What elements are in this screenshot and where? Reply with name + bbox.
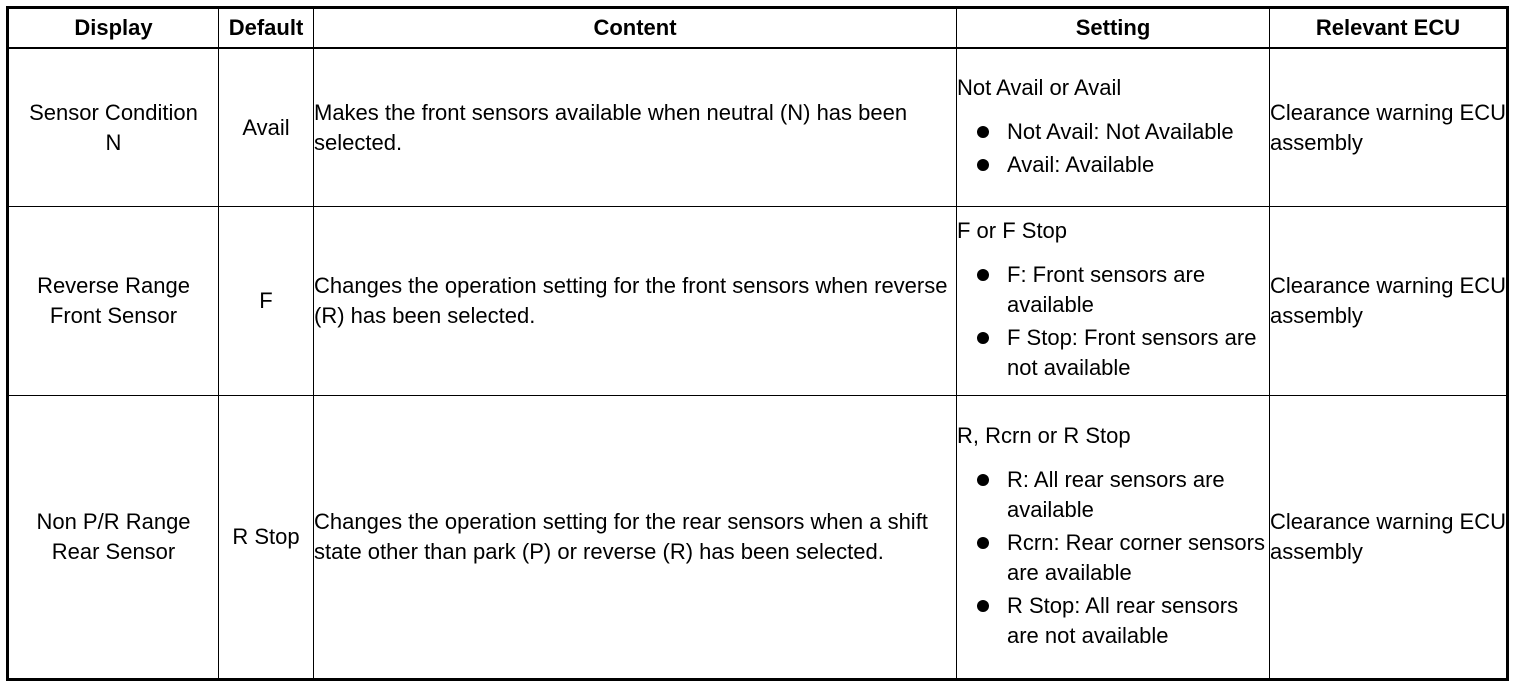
cell-content: Changes the operation setting for the re… bbox=[313, 395, 957, 680]
table-row: Reverse Range Front Sensor F Changes the… bbox=[7, 206, 1508, 396]
cell-display: Non P/R Range Rear Sensor bbox=[7, 395, 219, 680]
display-line: Reverse Range bbox=[37, 273, 190, 298]
setting-options: Not Avail: Not Available Avail: Availabl… bbox=[957, 117, 1269, 180]
cell-default: R Stop bbox=[218, 395, 314, 680]
display-line: Non P/R Range bbox=[36, 509, 191, 534]
display-line: Rear Sensor bbox=[51, 539, 176, 564]
cell-content: Changes the operation setting for the fr… bbox=[313, 206, 957, 396]
document-page: Display Default Content Setting Relevant… bbox=[6, 6, 1509, 681]
cell-display: Sensor Condition N bbox=[7, 47, 219, 207]
display-line: Front Sensor bbox=[49, 303, 178, 328]
cell-display: Reverse Range Front Sensor bbox=[7, 206, 219, 396]
setting-option: R: All rear sensors are available bbox=[957, 465, 1269, 525]
setting-intro: R, Rcrn or R Stop bbox=[957, 422, 1131, 448]
setting-option: F Stop: Front sensors are not available bbox=[957, 323, 1269, 383]
cell-default: Avail bbox=[218, 47, 314, 207]
display-line: N bbox=[105, 129, 122, 155]
setting-intro: Not Avail or Avail bbox=[957, 74, 1122, 100]
setting-option: Not Avail: Not Available bbox=[957, 117, 1269, 147]
cell-setting: Not Avail or Avail Not Avail: Not Availa… bbox=[956, 47, 1270, 207]
header-relevant-ecu: Relevant ECU bbox=[1269, 7, 1508, 49]
cell-relevant-ecu: Clearance warning ECU assembly bbox=[1269, 47, 1508, 207]
setting-option: R Stop: All rear sensors are not availab… bbox=[957, 591, 1269, 651]
setting-intro: F or F Stop bbox=[957, 218, 1068, 243]
table-row: Sensor Condition N Avail Makes the front… bbox=[7, 47, 1508, 207]
setting-option: F: Front sensors are available bbox=[957, 260, 1269, 320]
cell-relevant-ecu: Clearance warning ECU assembly bbox=[1269, 206, 1508, 396]
header-default: Default bbox=[218, 7, 314, 49]
display-line: Sensor Condition bbox=[29, 99, 198, 125]
header-setting: Setting bbox=[956, 7, 1270, 49]
cell-default: F bbox=[218, 206, 314, 396]
table-row: Non P/R Range Rear Sensor R Stop Changes… bbox=[7, 395, 1508, 680]
header-content: Content bbox=[313, 7, 957, 49]
setting-option: Rcrn: Rear corner sensors are available bbox=[957, 528, 1269, 588]
setting-options: F: Front sensors are available F Stop: F… bbox=[957, 260, 1269, 383]
cell-setting: F or F Stop F: Front sensors are availab… bbox=[956, 206, 1270, 396]
table-header-row: Display Default Content Setting Relevant… bbox=[7, 7, 1508, 49]
cell-setting: R, Rcrn or R Stop R: All rear sensors ar… bbox=[956, 395, 1270, 680]
header-display: Display bbox=[7, 7, 219, 49]
cell-content: Makes the front sensors available when n… bbox=[313, 47, 957, 207]
setting-option: Avail: Available bbox=[957, 150, 1269, 180]
settings-table: Display Default Content Setting Relevant… bbox=[6, 6, 1509, 681]
cell-relevant-ecu: Clearance warning ECU assembly bbox=[1269, 395, 1508, 680]
setting-options: R: All rear sensors are available Rcrn: … bbox=[957, 465, 1269, 651]
